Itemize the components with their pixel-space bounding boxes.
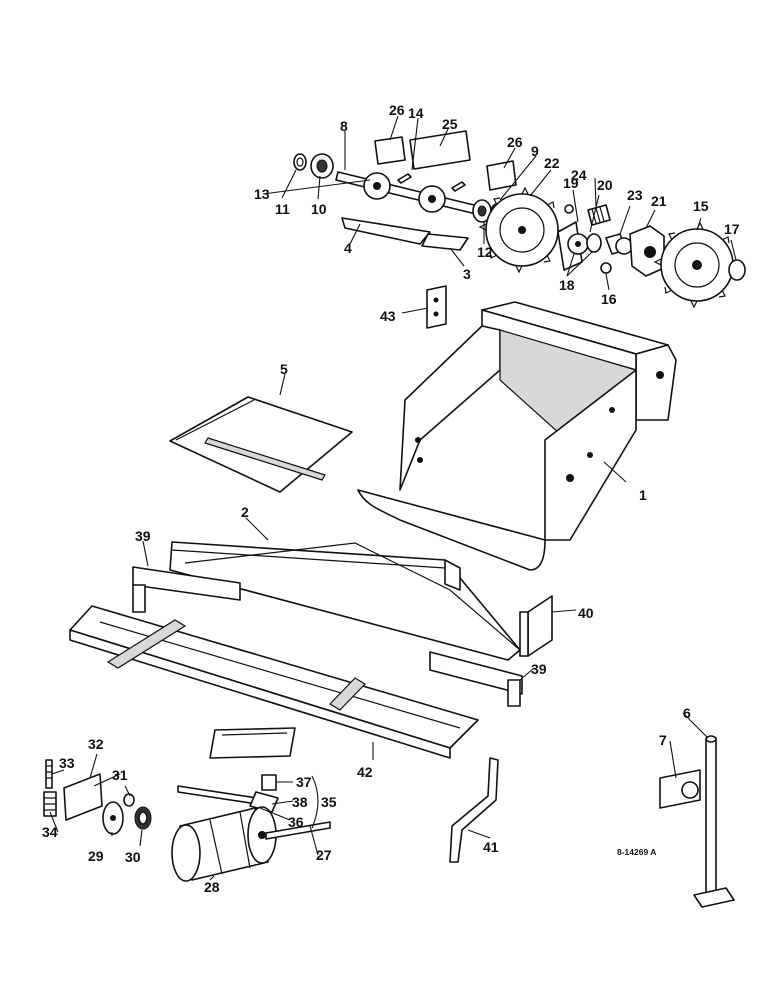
label-5: 5 bbox=[280, 361, 288, 377]
label-13: 13 bbox=[254, 186, 270, 202]
cover-5 bbox=[169, 396, 353, 493]
label-10: 10 bbox=[311, 201, 327, 217]
label-6: 6 bbox=[683, 705, 691, 721]
frame-2 bbox=[169, 541, 521, 661]
label-29: 29 bbox=[88, 848, 104, 864]
rails-39 bbox=[132, 566, 523, 707]
hopper-1 bbox=[357, 301, 677, 571]
label-30: 30 bbox=[125, 849, 141, 865]
sprocket-15 bbox=[653, 221, 741, 309]
bracket-43 bbox=[426, 285, 447, 329]
label-26a: 26 bbox=[389, 102, 405, 118]
part-labels: 1 2 3 4 5 6 7 8 9 10 11 12 13 14 15 16 1… bbox=[42, 102, 740, 895]
label-26b: 26 bbox=[507, 134, 523, 150]
label-3: 3 bbox=[463, 266, 471, 282]
label-33: 33 bbox=[59, 755, 75, 771]
label-42: 42 bbox=[357, 764, 373, 780]
label-8: 8 bbox=[340, 118, 348, 134]
strap-41 bbox=[449, 757, 499, 863]
label-11: 11 bbox=[275, 201, 290, 217]
jack-stand bbox=[659, 735, 735, 908]
label-19: 19 bbox=[563, 175, 579, 191]
label-12: 12 bbox=[477, 244, 493, 260]
label-41: 41 bbox=[483, 839, 499, 855]
drawing-reference: 8-14269 A bbox=[617, 847, 656, 857]
sprocket-22 bbox=[478, 186, 566, 274]
label-43: 43 bbox=[380, 308, 396, 324]
label-14: 14 bbox=[408, 105, 424, 121]
frame-42 bbox=[69, 605, 479, 759]
label-27: 27 bbox=[316, 847, 332, 863]
label-28: 28 bbox=[204, 879, 220, 895]
label-36: 36 bbox=[288, 814, 304, 830]
label-38: 38 bbox=[292, 794, 308, 810]
label-18: 18 bbox=[559, 277, 575, 293]
label-23: 23 bbox=[627, 187, 643, 203]
label-24: 24 bbox=[571, 167, 587, 183]
label-15: 15 bbox=[693, 198, 709, 214]
label-35: 35 bbox=[321, 794, 337, 810]
label-2: 2 bbox=[241, 504, 249, 520]
label-39a: 39 bbox=[135, 528, 151, 544]
label-21: 21 bbox=[651, 193, 667, 209]
roller-28 bbox=[171, 806, 331, 882]
leader-lines bbox=[49, 115, 737, 881]
label-20: 20 bbox=[597, 177, 613, 193]
label-22: 22 bbox=[544, 155, 560, 171]
label-39b: 39 bbox=[531, 661, 547, 677]
label-17: 17 bbox=[724, 221, 740, 237]
label-16: 16 bbox=[601, 291, 617, 307]
label-34: 34 bbox=[42, 824, 58, 840]
lower-left-hardware bbox=[43, 759, 152, 835]
clutch-parts bbox=[557, 204, 665, 277]
shields bbox=[374, 130, 517, 191]
label-4: 4 bbox=[344, 240, 352, 256]
label-37: 37 bbox=[296, 774, 312, 790]
label-40: 40 bbox=[578, 605, 594, 621]
label-25: 25 bbox=[442, 116, 458, 132]
label-9: 9 bbox=[531, 143, 539, 159]
shaft-assembly bbox=[293, 153, 504, 223]
label-7: 7 bbox=[659, 732, 667, 748]
label-32: 32 bbox=[88, 736, 104, 752]
collar-17 bbox=[728, 259, 746, 281]
label-1: 1 bbox=[639, 487, 647, 503]
parts-35-group bbox=[177, 727, 296, 813]
label-31: 31 bbox=[112, 767, 128, 783]
bracket-40 bbox=[519, 595, 553, 657]
lower-plates bbox=[341, 217, 469, 251]
